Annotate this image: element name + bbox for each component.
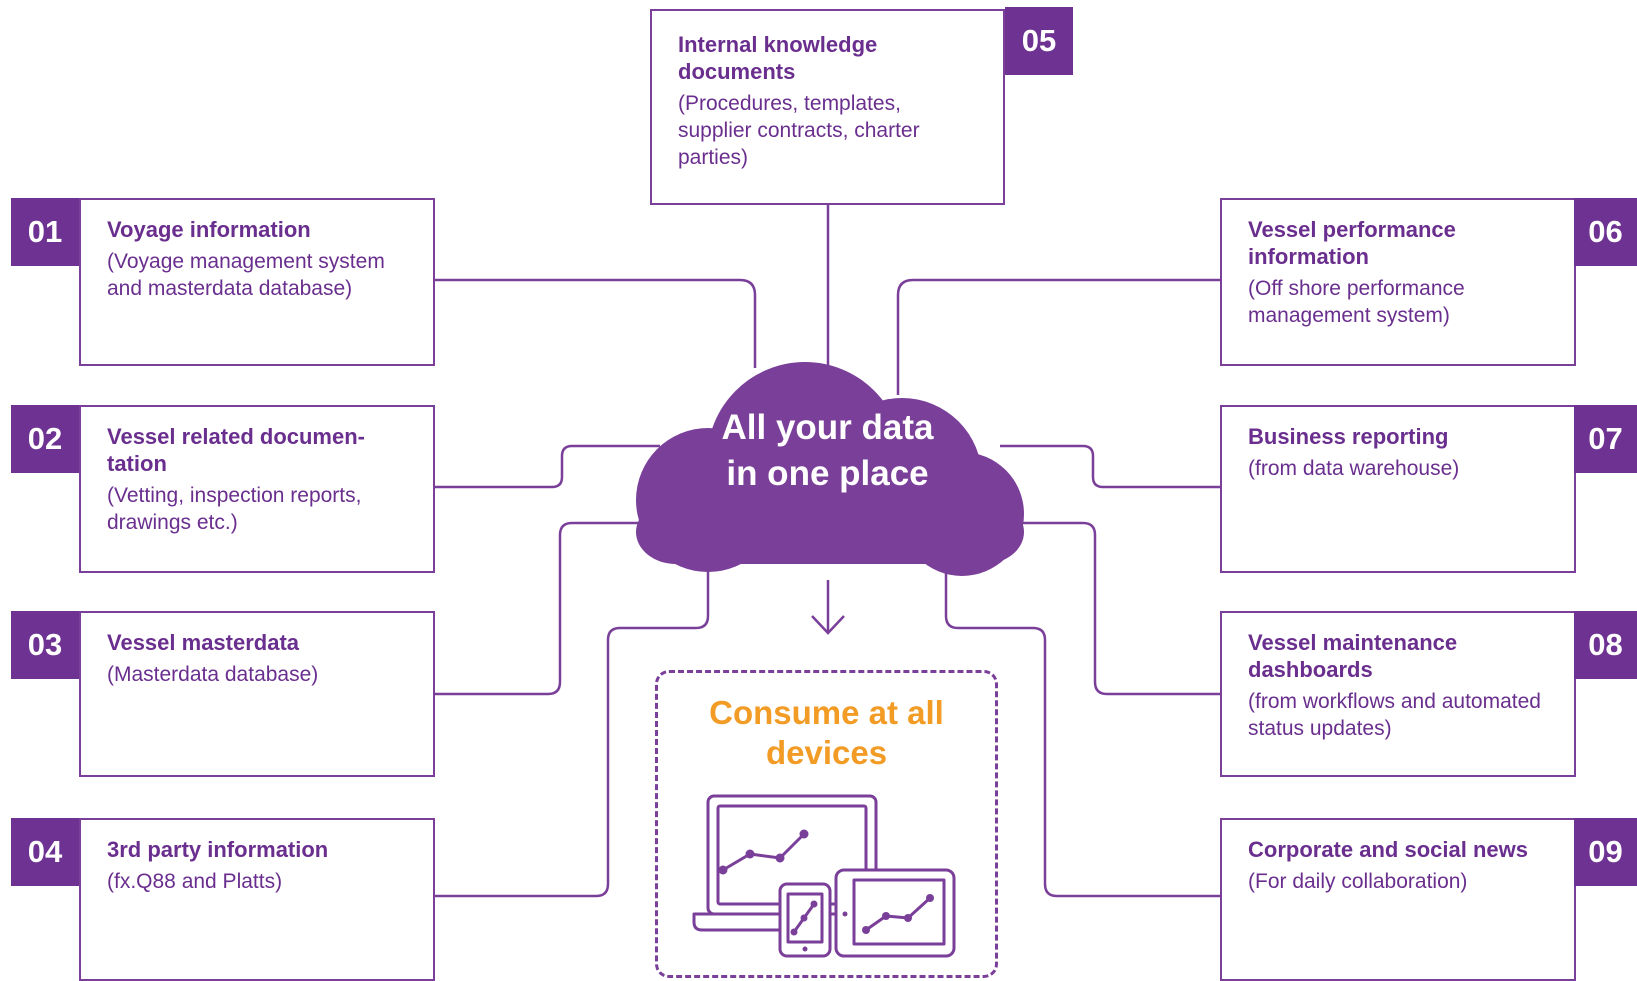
source-number-badge: 04 bbox=[11, 818, 79, 886]
source-desc: (Vetting, inspection reports, drawings e… bbox=[107, 484, 362, 534]
source-title: 3rd party information bbox=[107, 837, 329, 862]
source-number-badge: 05 bbox=[1005, 7, 1073, 75]
source-card-08: Vessel maintenance dashboards (from work… bbox=[1220, 611, 1576, 777]
consume-box: Consume at all devices bbox=[655, 670, 998, 978]
connector-01 bbox=[434, 278, 757, 368]
source-title: Voyage information bbox=[107, 217, 311, 242]
source-number-badge: 01 bbox=[11, 198, 79, 266]
source-number-badge: 03 bbox=[11, 611, 79, 679]
source-desc: (Off shore performance management system… bbox=[1248, 277, 1465, 327]
source-desc: (from data warehouse) bbox=[1248, 457, 1460, 480]
cloud-icon bbox=[636, 362, 1024, 576]
source-desc: (fx.Q88 and Platts) bbox=[107, 870, 283, 893]
tablet-icon bbox=[834, 868, 956, 958]
source-desc: (Procedures, templates, supplier contrac… bbox=[678, 92, 920, 169]
source-title: Vessel related documen-tation bbox=[107, 424, 365, 476]
source-card-03: Vessel masterdata (Masterdata database) bbox=[79, 611, 435, 777]
arrow-down-icon bbox=[811, 580, 845, 635]
source-title: Internal knowledge documents bbox=[678, 32, 878, 84]
source-card-04: 3rd party information (fx.Q88 and Platts… bbox=[79, 818, 435, 981]
source-title: Vessel maintenance dashboards bbox=[1248, 630, 1458, 682]
source-desc: (Masterdata database) bbox=[107, 663, 319, 686]
devices-illustration bbox=[692, 794, 956, 958]
connector-08 bbox=[1020, 521, 1220, 696]
source-title: Vessel masterdata bbox=[107, 630, 300, 655]
source-card-07: Business reporting (from data warehouse) bbox=[1220, 405, 1576, 573]
connector-09 bbox=[944, 560, 1220, 898]
connector-03 bbox=[434, 521, 650, 696]
source-title: Corporate and social news bbox=[1248, 837, 1528, 862]
source-number-badge: 09 bbox=[1574, 818, 1637, 886]
source-title: Vessel performance information bbox=[1248, 217, 1456, 269]
source-desc: (from workflows and automated status upd… bbox=[1248, 690, 1541, 740]
source-title: Business reporting bbox=[1248, 424, 1449, 449]
source-card-06: Vessel performance information (Off shor… bbox=[1220, 198, 1576, 366]
center-title: All your data in one place bbox=[721, 408, 934, 493]
consume-title: Consume at all devices bbox=[709, 694, 944, 771]
connector-04 bbox=[434, 560, 710, 898]
source-card-09: Corporate and social news (For daily col… bbox=[1220, 818, 1576, 981]
source-card-01: Voyage information (Voyage management sy… bbox=[79, 198, 435, 366]
source-card-02: Vessel related documen-tation (Vetting, … bbox=[79, 405, 435, 573]
source-number-badge: 06 bbox=[1574, 198, 1637, 266]
connector-07 bbox=[1000, 444, 1220, 489]
source-number-badge: 08 bbox=[1574, 611, 1637, 679]
source-card-05: Internal knowledge documents (Procedures… bbox=[650, 9, 1005, 205]
source-number-badge: 07 bbox=[1574, 405, 1637, 473]
connector-02 bbox=[434, 444, 660, 489]
source-desc: (Voyage management system and masterdata… bbox=[107, 250, 385, 300]
source-number-badge: 02 bbox=[11, 405, 79, 473]
source-desc: (For daily collaboration) bbox=[1248, 870, 1468, 893]
connector-06 bbox=[896, 278, 1220, 395]
